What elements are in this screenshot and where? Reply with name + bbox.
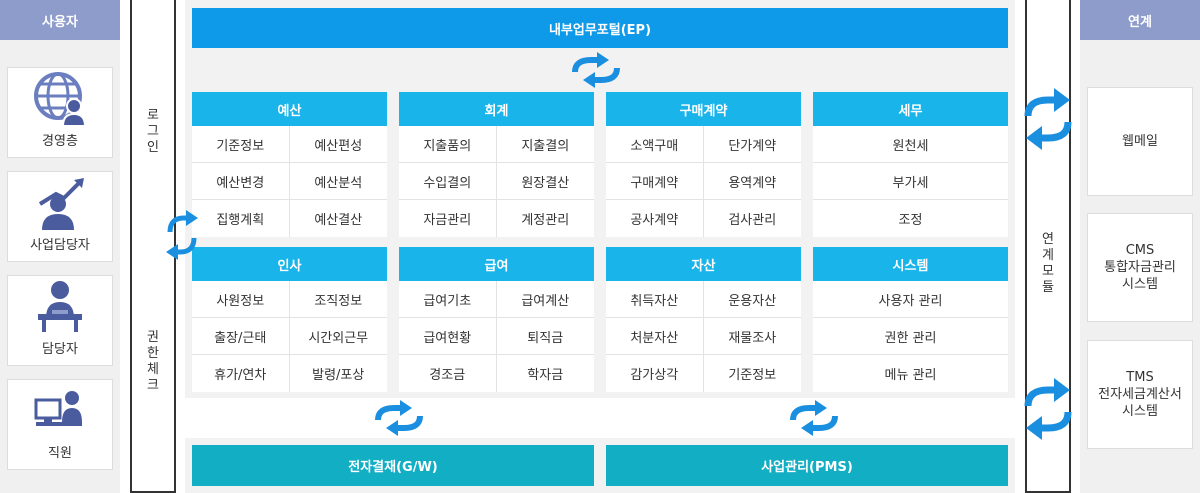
module-item[interactable]: 예산분석 xyxy=(289,163,387,200)
module-title[interactable]: 자산 xyxy=(606,247,801,281)
sync-arrows-icon xyxy=(375,400,423,436)
module-item[interactable]: 학자금 xyxy=(527,368,564,383)
module-system: 시스템 사용자 관리 권한 관리 메뉴 관리 xyxy=(813,247,1008,392)
sync-arrows-icon xyxy=(166,210,198,260)
module-item[interactable]: 구매계약 xyxy=(606,163,704,200)
user-card-employee[interactable]: 직원 xyxy=(7,379,113,470)
module-item[interactable]: 시간외근무 xyxy=(289,318,387,355)
module-item[interactable]: 원장결산 xyxy=(496,163,594,200)
user-card-manager[interactable]: 담당자 xyxy=(7,275,113,366)
module-item[interactable]: 용역계약 xyxy=(703,163,801,200)
module-item[interactable]: 퇴직금 xyxy=(496,318,594,355)
module-item[interactable]: 지출품의 xyxy=(399,126,497,163)
module-item[interactable]: 검사관리 xyxy=(728,213,777,228)
module-item[interactable]: 감가상각 xyxy=(606,355,704,392)
module-item[interactable]: 자금관리 xyxy=(399,200,497,237)
module-item[interactable]: 예산변경 xyxy=(192,163,290,200)
login-label: 로 그 인 xyxy=(147,108,159,155)
module-item[interactable]: 운용자산 xyxy=(703,281,801,318)
module-purchase: 구매계약 소액구매 단가계약 구매계약 용역계약 공사계약 검사관리 xyxy=(606,92,801,237)
module-item[interactable]: 부가세 xyxy=(813,163,1008,200)
user-card-executive[interactable]: 경영층 xyxy=(7,67,113,158)
divider-strip xyxy=(185,398,1015,438)
module-title[interactable]: 세무 xyxy=(813,92,1008,126)
module-item[interactable]: 기준정보 xyxy=(728,368,777,383)
module-tax: 세무 원천세 부가세 조정 xyxy=(813,92,1008,237)
desk-user-icon xyxy=(38,281,82,332)
module-accounting: 회계 지출품의 지출결의 수입결의 원장결산 자금관리 계정관리 xyxy=(399,92,594,237)
module-item[interactable]: 계정관리 xyxy=(521,213,570,228)
user-label: 경영층 xyxy=(42,134,78,149)
module-item[interactable]: 경조금 xyxy=(399,355,497,392)
module-item[interactable]: 기준정보 xyxy=(192,126,290,163)
module-title[interactable]: 회계 xyxy=(399,92,594,126)
module-title[interactable]: 예산 xyxy=(192,92,387,126)
user-label: 사업담당자 xyxy=(30,238,90,253)
module-item[interactable]: 휴가/연차 xyxy=(192,355,290,392)
ext-system-line: 전자세금계산서 xyxy=(1098,387,1182,402)
ext-system-line: 시스템 xyxy=(1122,277,1158,292)
module-item[interactable]: 단가계약 xyxy=(703,126,801,163)
link-module-label: 연 계 모 듈 xyxy=(1042,232,1054,295)
module-item[interactable]: 지출결의 xyxy=(496,126,594,163)
module-item[interactable]: 예산결산 xyxy=(314,213,363,228)
ext-system-line: 통합자금관리 xyxy=(1104,260,1176,275)
module-payroll: 급여 급여기초 급여계산 급여현황 퇴직금 경조금 학자금 xyxy=(399,247,594,392)
user-label: 직원 xyxy=(48,446,72,461)
portal-bar[interactable]: 내부업무포털(EP) xyxy=(192,8,1008,48)
growth-user-icon xyxy=(38,178,84,230)
link-module-bar xyxy=(1025,0,1071,493)
ext-system-webmail[interactable]: 웹메일 xyxy=(1087,87,1193,196)
module-item[interactable]: 취득자산 xyxy=(606,281,704,318)
ext-system-tms[interactable]: TMS 전자세금계산서 시스템 xyxy=(1087,340,1193,449)
module-title[interactable]: 인사 xyxy=(192,247,387,281)
module-item[interactable]: 소액구매 xyxy=(606,126,704,163)
user-card-business-manager[interactable]: 사업담당자 xyxy=(7,171,113,262)
module-assets: 자산 취득자산 운용자산 처분자산 재물조사 감가상각 기준정보 xyxy=(606,247,801,392)
module-item[interactable]: 사원정보 xyxy=(192,281,290,318)
module-item[interactable]: 처분자산 xyxy=(606,318,704,355)
module-title[interactable]: 구매계약 xyxy=(606,92,801,126)
ext-system-line: 웹메일 xyxy=(1122,134,1158,149)
module-item[interactable]: 급여계산 xyxy=(496,281,594,318)
sync-arrows-icon xyxy=(1024,88,1072,150)
ext-system-line: TMS xyxy=(1126,370,1154,385)
permission-check-label: 권 한 체 크 xyxy=(147,330,159,393)
external-column-header: 연계 xyxy=(1080,0,1200,40)
module-item[interactable]: 메뉴 관리 xyxy=(884,368,937,383)
module-budget: 예산 기준정보 예산편성 예산변경 예산분석 집행계획 예산결산 xyxy=(192,92,387,237)
sync-arrows-icon xyxy=(572,52,620,88)
module-item[interactable]: 재물조사 xyxy=(703,318,801,355)
ext-system-line: CMS xyxy=(1125,243,1155,258)
module-item[interactable]: 조직정보 xyxy=(289,281,387,318)
module-title[interactable]: 시스템 xyxy=(813,247,1008,281)
module-item[interactable]: 권한 관리 xyxy=(813,318,1008,355)
sync-arrows-icon xyxy=(1024,378,1072,440)
pms-bar[interactable]: 사업관리(PMS) xyxy=(606,445,1008,486)
module-item[interactable]: 집행계획 xyxy=(192,200,290,237)
ext-system-line: 시스템 xyxy=(1122,404,1158,419)
module-item[interactable]: 급여현황 xyxy=(399,318,497,355)
module-item[interactable]: 조정 xyxy=(898,213,923,228)
module-title[interactable]: 급여 xyxy=(399,247,594,281)
module-item[interactable]: 예산편성 xyxy=(289,126,387,163)
module-item[interactable]: 사용자 관리 xyxy=(813,281,1008,318)
module-item[interactable]: 수입결의 xyxy=(399,163,497,200)
user-column-header: 사용자 xyxy=(0,0,120,40)
user-label: 담당자 xyxy=(42,342,78,357)
globe-user-icon xyxy=(34,72,87,126)
gw-bar[interactable]: 전자결재(G/W) xyxy=(192,445,594,486)
computer-user-icon xyxy=(34,391,82,426)
module-hr: 인사 사원정보 조직정보 출장/근태 시간외근무 휴가/연차 발령/포상 xyxy=(192,247,387,392)
module-item[interactable]: 출장/근태 xyxy=(192,318,290,355)
module-item[interactable]: 공사계약 xyxy=(606,200,704,237)
module-item[interactable]: 원천세 xyxy=(813,126,1008,163)
sync-arrows-icon xyxy=(790,400,838,436)
module-item[interactable]: 급여기초 xyxy=(399,281,497,318)
ext-system-cms[interactable]: CMS 통합자금관리 시스템 xyxy=(1087,213,1193,322)
module-item[interactable]: 발령/포상 xyxy=(312,368,365,383)
